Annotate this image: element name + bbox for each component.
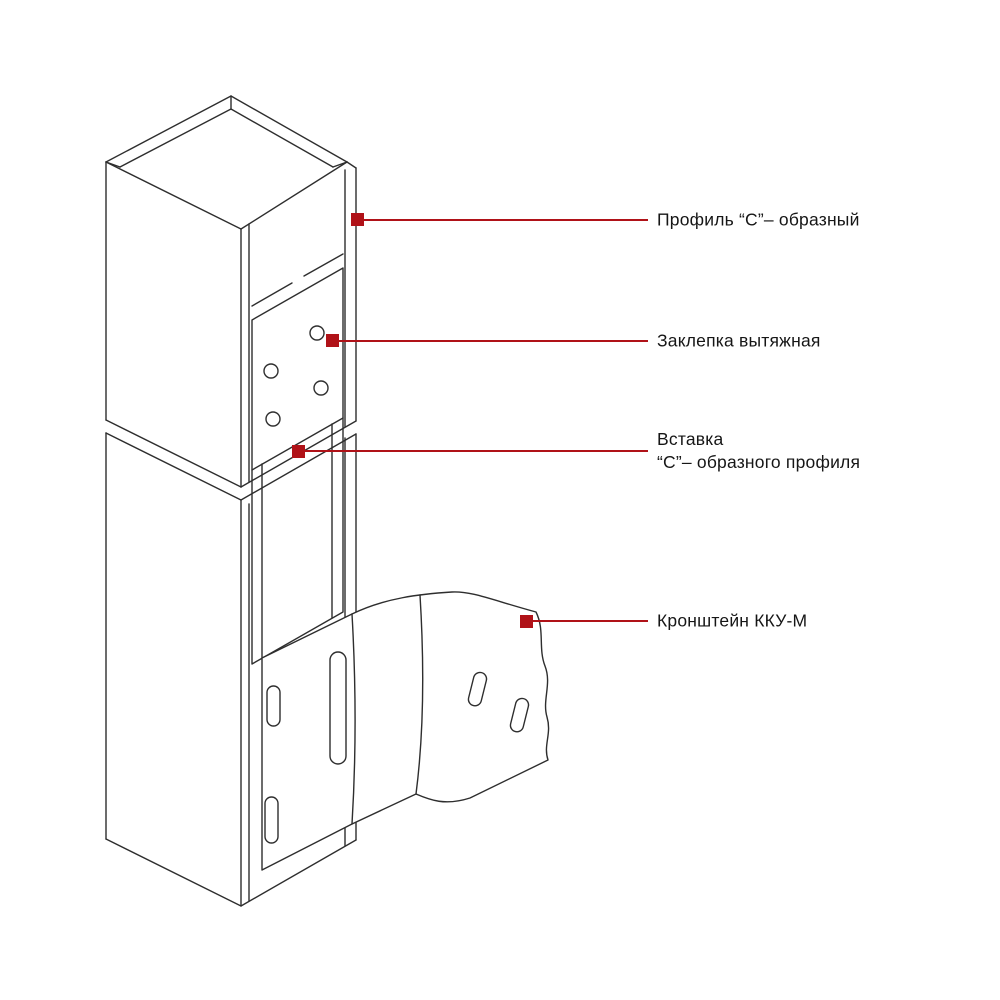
lower-profile-top-right bbox=[240, 433, 357, 501]
callout-label-text: Профиль “С”– образный bbox=[657, 209, 860, 230]
callout-label-text: Заклепка вытяжная bbox=[657, 330, 821, 351]
insert-lip-top-right bbox=[303, 253, 344, 277]
callout-marker-profile bbox=[351, 213, 364, 226]
callout-marker-bracket bbox=[520, 615, 533, 628]
splice-gap bbox=[105, 419, 357, 501]
top-outer-edges bbox=[105, 95, 348, 163]
leader-lines bbox=[305, 219, 648, 622]
insert bbox=[251, 253, 344, 665]
callout-label-text: Кронштейн ККУ-М bbox=[657, 610, 808, 631]
rivet-plate-bottom-edge bbox=[251, 417, 344, 471]
callout-marker-rivet bbox=[326, 334, 339, 347]
callout-label-profile: Профиль “С”– образный bbox=[657, 209, 860, 232]
callout-marker-insert bbox=[292, 445, 305, 458]
callout-label-insert: Вставка “С”– образного профиля bbox=[657, 428, 860, 474]
insert-lip-top-left bbox=[251, 282, 293, 307]
insert-face bbox=[251, 267, 344, 665]
rivet-icon bbox=[309, 325, 325, 341]
bracket-slot-right-2 bbox=[509, 697, 530, 733]
callout-label-text: “С”– образного профиля bbox=[657, 452, 861, 472]
rivet-icon bbox=[313, 380, 329, 396]
bracket-bend-line-2 bbox=[415, 594, 424, 795]
top-bevel bbox=[346, 161, 357, 169]
bracket-bend-line-1 bbox=[351, 613, 356, 825]
bracket-slot-left-top bbox=[266, 685, 281, 727]
bracket-outline bbox=[261, 591, 550, 871]
callout-label-text: Вставка bbox=[657, 429, 724, 449]
top-front-left-edge bbox=[105, 161, 242, 230]
rivets bbox=[263, 325, 329, 427]
bracket-slot-left-bottom bbox=[264, 796, 279, 844]
bottom-edges bbox=[105, 838, 357, 907]
top-front-right-edge bbox=[240, 161, 348, 230]
bracket-slot-right-1 bbox=[467, 671, 488, 707]
rivet-icon bbox=[263, 363, 279, 379]
lower-profile-top-left bbox=[105, 432, 242, 501]
callout-label-rivet: Заклепка вытяжная bbox=[657, 330, 821, 353]
callout-markers bbox=[292, 213, 533, 628]
rivet-icon bbox=[265, 411, 281, 427]
bracket-kku-m bbox=[261, 591, 550, 871]
bracket-slot-long bbox=[329, 651, 347, 765]
callout-label-bracket: Кронштейн ККУ-М bbox=[657, 610, 807, 633]
c-profile-top-section bbox=[105, 95, 357, 230]
upper-profile-bottom-left bbox=[105, 419, 242, 488]
